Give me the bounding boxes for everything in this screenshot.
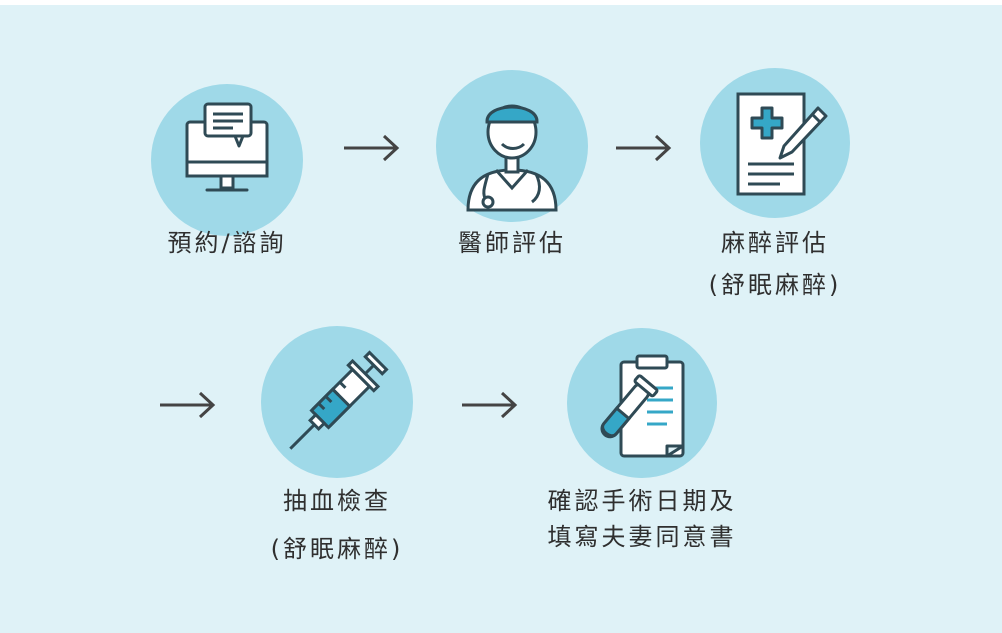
step-confirm-circle — [567, 328, 717, 478]
arrow-right-icon — [160, 391, 216, 419]
step-anesthesia-label: 麻醉評估 — [721, 229, 829, 257]
medical-form-icon — [736, 92, 828, 196]
arrow-right-icon — [462, 391, 518, 419]
step-blood-circle — [261, 326, 413, 478]
step-confirm-label-line2: 填寫夫妻同意書 — [547, 523, 737, 551]
syringe-icon — [289, 350, 389, 450]
step-booking-label: 預約/諮詢 — [167, 229, 287, 257]
clipboard-test-tube-icon — [600, 354, 685, 458]
step-blood-note: (舒眠麻醉) — [270, 535, 404, 563]
doctor-icon — [466, 104, 558, 212]
computer-chat-icon — [185, 102, 269, 192]
step-doctor-circle — [436, 70, 588, 222]
step-doctor-label: 醫師評估 — [458, 229, 566, 257]
step-confirm-label-line1: 確認手術日期及 — [547, 487, 737, 515]
arrow-right-icon — [344, 134, 400, 162]
step-anesthesia-note: (舒眠麻醉) — [708, 271, 842, 299]
step-anesthesia-circle — [700, 68, 850, 218]
step-booking-circle — [151, 84, 303, 236]
step-blood-label: 抽血檢查 — [283, 487, 391, 515]
top-band — [0, 0, 1002, 5]
arrow-right-icon — [616, 134, 672, 162]
